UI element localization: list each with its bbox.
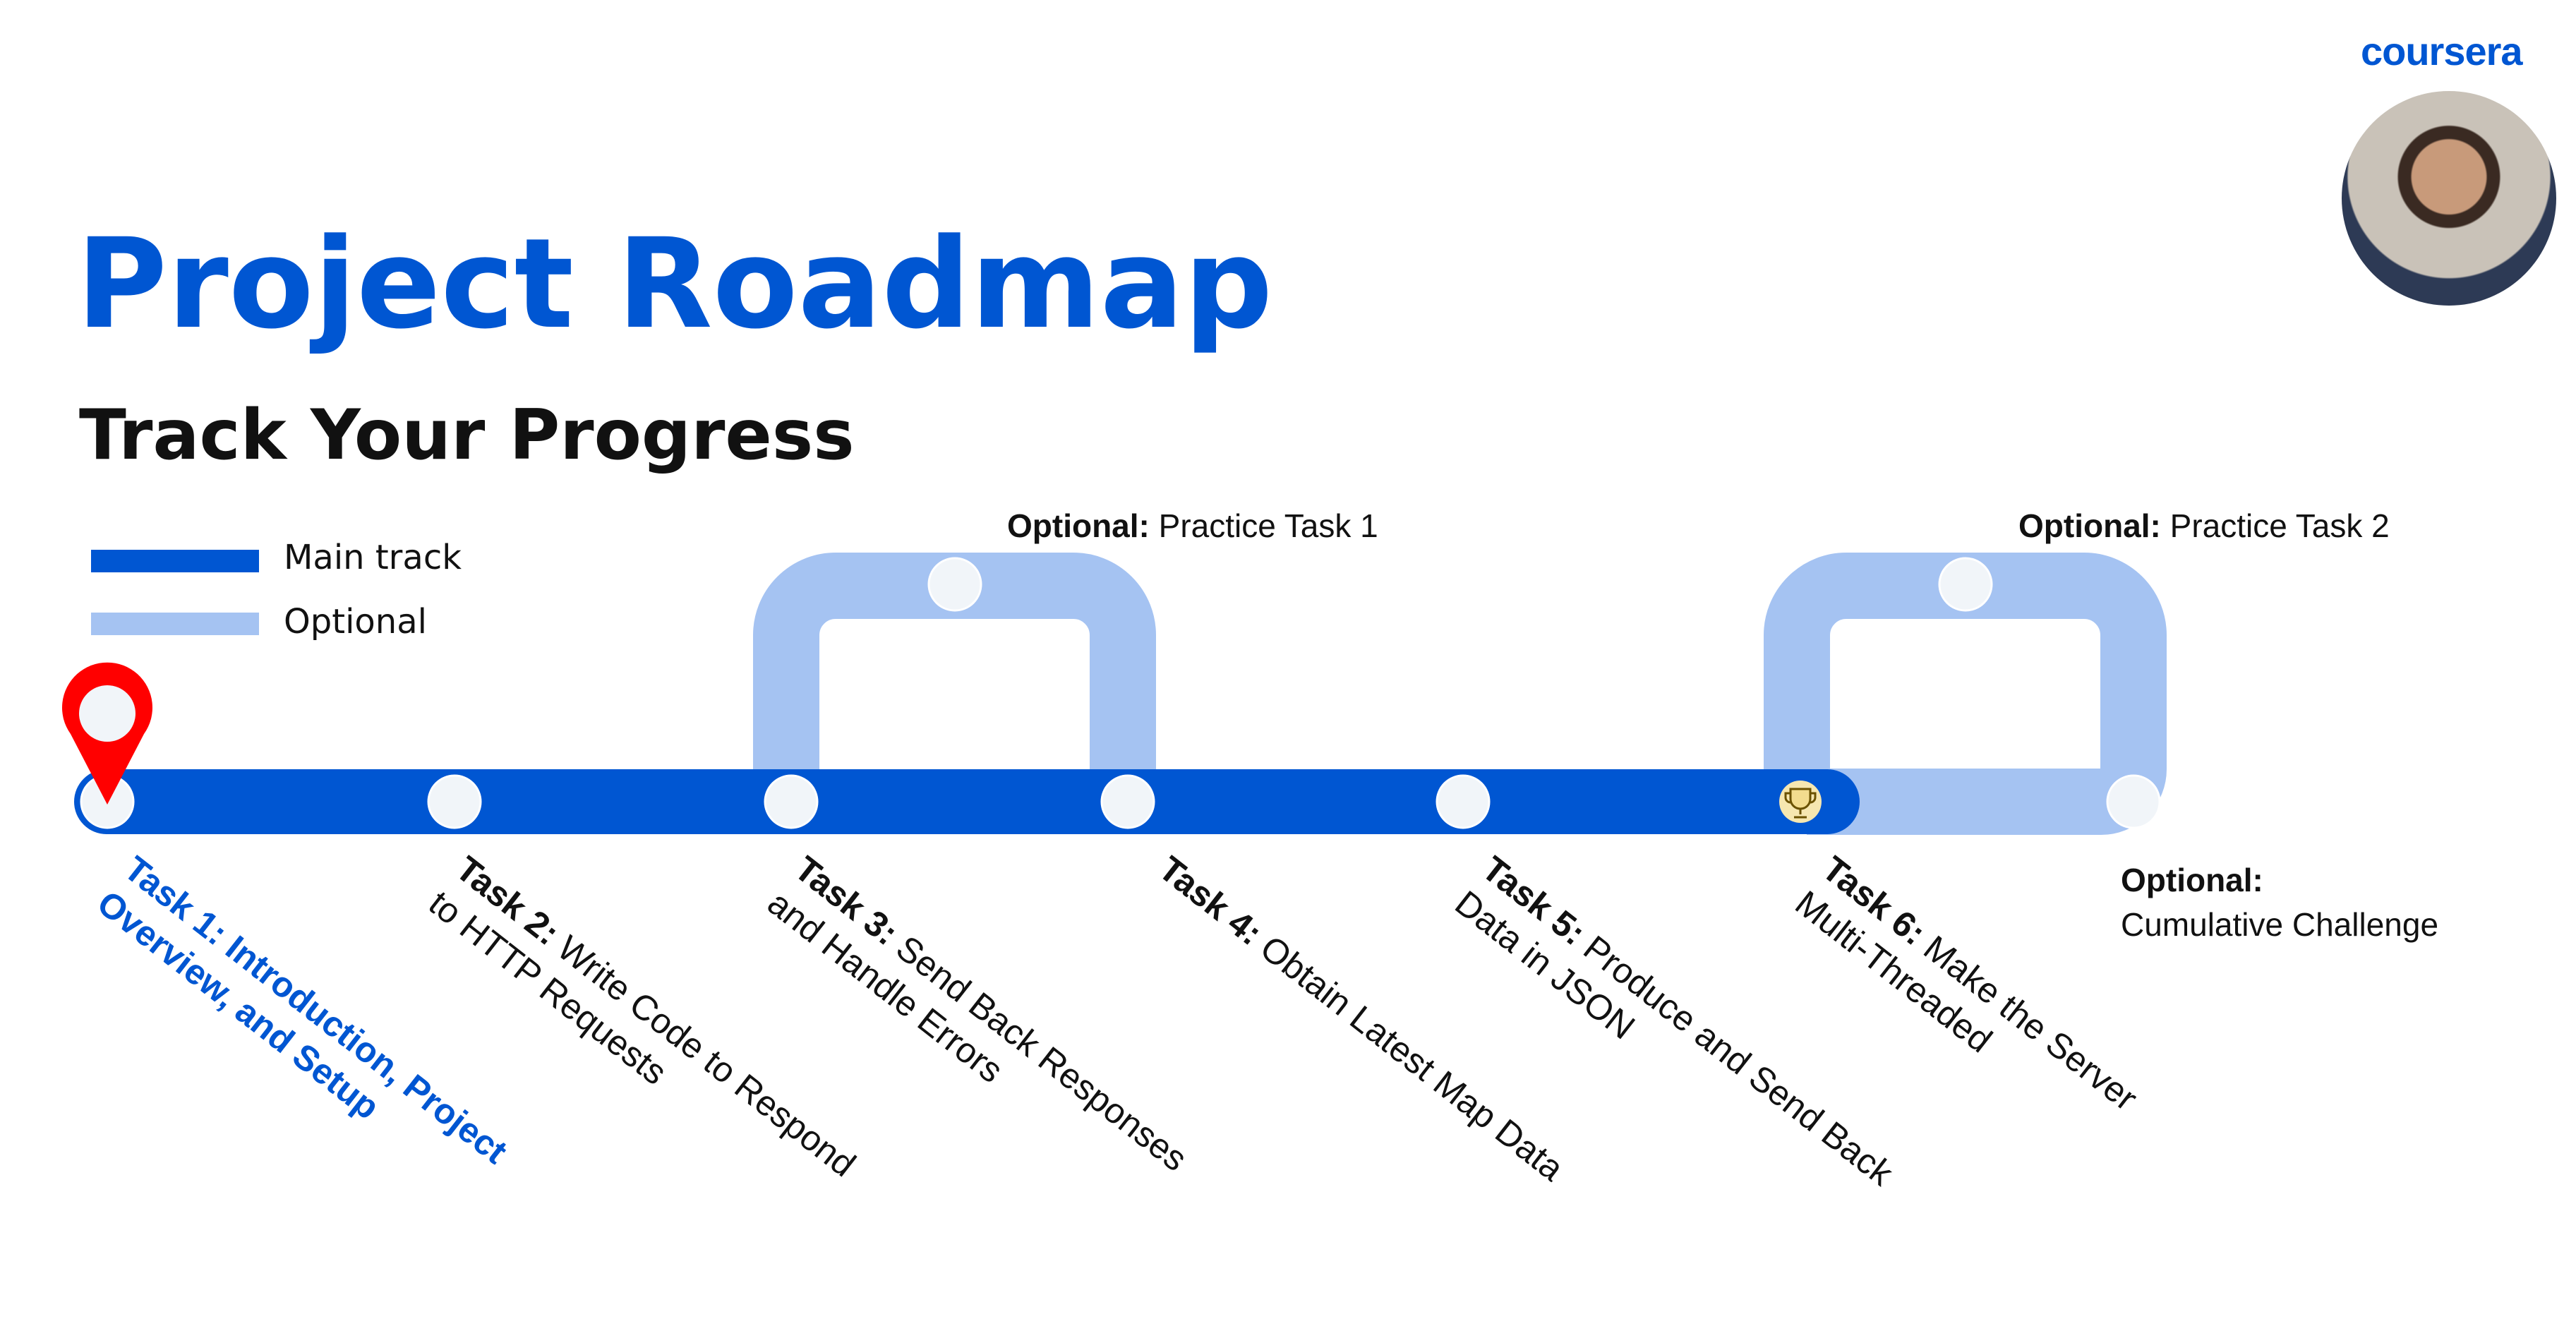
optional-practice-task-1[interactable]: Optional: Practice Task 1 <box>1007 507 1378 544</box>
legend-main-swatch <box>91 550 259 572</box>
trophy-icon <box>1779 781 1822 823</box>
page-subtitle: Track Your Progress <box>79 395 855 476</box>
current-location-pin-icon <box>62 662 153 805</box>
main-track <box>74 769 1860 834</box>
legend-main-label: Main track <box>284 538 462 577</box>
task-2-node[interactable] <box>427 774 482 829</box>
task-3-node[interactable] <box>764 774 819 829</box>
cumulative-challenge-node[interactable] <box>2106 774 2161 829</box>
optional-cumulative-challenge[interactable]: Optional:Cumulative Challenge <box>2121 862 2439 943</box>
page-title: Project Roadmap <box>76 212 1273 356</box>
task-5-node[interactable] <box>1436 774 1491 829</box>
legend-optional-label: Optional <box>284 602 427 642</box>
practice-task-1-node[interactable] <box>927 557 982 612</box>
coursera-logo: coursera <box>2361 29 2523 73</box>
optional-practice-task-2[interactable]: Optional: Practice Task 2 <box>2018 507 2390 544</box>
task-4-node[interactable] <box>1100 774 1155 829</box>
practice-task-2-node[interactable] <box>1938 557 1993 612</box>
optional-loop-2 <box>1764 553 2167 835</box>
instructor-avatar <box>2342 91 2556 306</box>
legend-optional-swatch <box>91 613 259 635</box>
